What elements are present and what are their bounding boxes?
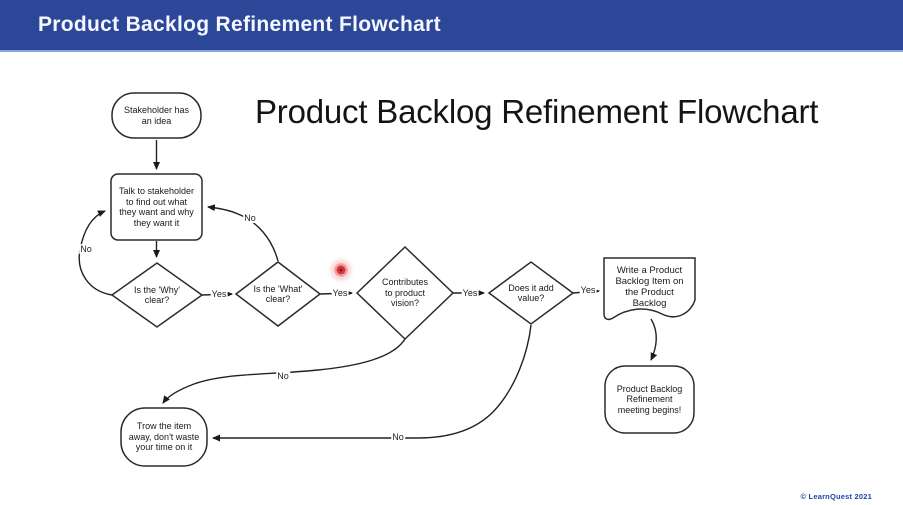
what-decision-shape <box>234 261 322 327</box>
vision-yes-label: Yes <box>461 288 479 298</box>
slide-title: Product Backlog Refinement Flowchart <box>255 93 819 130</box>
start-node-shape <box>111 92 202 139</box>
flowchart-shapes <box>110 92 696 467</box>
edge-write-to-meeting <box>650 318 658 361</box>
vision-decision-shape <box>355 245 455 341</box>
value-no-label: No <box>391 432 405 442</box>
header-title: Product Backlog Refinement Flowchart <box>38 13 441 36</box>
what-no-label: No <box>243 213 257 223</box>
video-header-bar: Product Backlog Refinement Flowchart <box>0 0 903 52</box>
value-yes-label: Yes <box>579 285 597 295</box>
why-yes-label: Yes <box>210 289 228 299</box>
why-decision-shape <box>110 262 204 328</box>
why-no-label: No <box>79 244 93 254</box>
talk-node-shape <box>110 173 203 241</box>
edge-what-no-to-talk <box>207 204 279 262</box>
write-document-shape <box>603 257 696 321</box>
value-decision-shape <box>487 261 575 325</box>
what-yes-label: Yes <box>331 288 349 298</box>
edge-vision-no-to-trow <box>162 338 406 404</box>
edge-value-no-to-trow <box>212 324 532 442</box>
slide-canvas: Product Backlog Refinement Flowchart <box>0 54 903 505</box>
meeting-node-shape <box>604 365 695 434</box>
trow-node-shape <box>120 407 208 467</box>
vision-no-label: No <box>276 371 290 381</box>
copyright-text: © LearnQuest 2021 <box>800 492 872 501</box>
laser-pointer-dot <box>333 262 349 278</box>
